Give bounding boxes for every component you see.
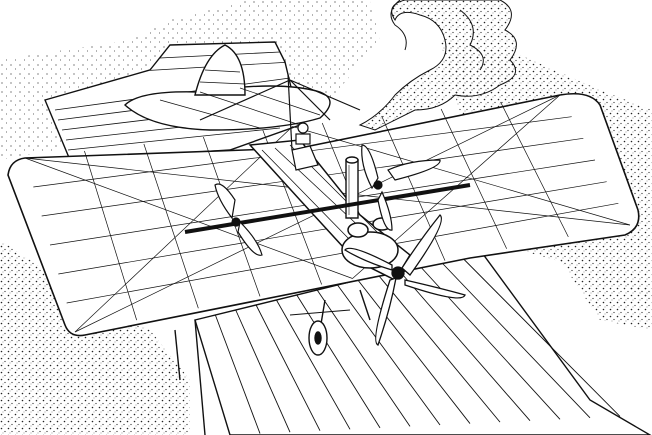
landing-wheels: [289, 289, 371, 356]
smoke-plume: [358, 0, 517, 131]
pilot: [291, 122, 319, 171]
chimney: [345, 156, 359, 219]
propeller-mid-left: [214, 183, 263, 256]
propeller-front: [344, 214, 466, 346]
rigging-mast: [199, 74, 361, 151]
propeller-mid-right: [361, 144, 441, 231]
